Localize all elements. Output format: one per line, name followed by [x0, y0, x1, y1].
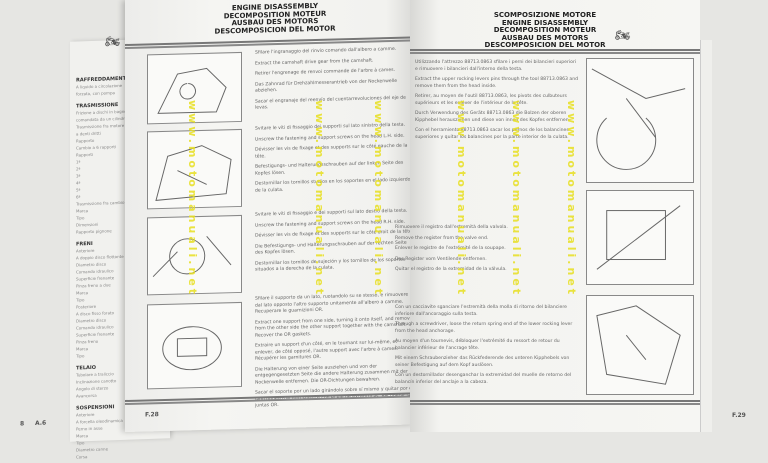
text-block-2: Rimuovere il registro dall'estremità del…	[395, 225, 535, 278]
page-number: F.28	[145, 411, 159, 419]
paragraph: Quitar el registro de la extremidad de l…	[395, 267, 507, 272]
figure-head-left	[147, 128, 242, 210]
paragraph: Extract the camshaft drive gear from the…	[255, 57, 374, 67]
paragraph: Con el herramiento 88713.0863 sacar los …	[415, 128, 569, 140]
figure-valve-register	[586, 190, 694, 285]
watermark: www.motomanuali.net	[372, 100, 385, 298]
paragraph: Unscrew the fastening and support screws…	[255, 133, 405, 143]
paragraph: Utilizzando l'attrezzo 88713.0863 sfilar…	[415, 60, 577, 72]
paragraph: Die Befestigungs- und Halterungsschraube…	[255, 240, 407, 256]
text-block-1: Utilizzando l'attrezzo 88713.0863 sfilar…	[415, 60, 580, 145]
figure-rocker-pins	[586, 58, 694, 183]
left-page: ENGINE DISASSEMBLY DECOMPOSITION MOTEUR …	[105, 0, 415, 432]
paragraph: Sfilare il supporto da un lato, ruotando…	[255, 292, 409, 315]
title-line: DECOMPOSITION MOTEUR	[493, 26, 597, 34]
paragraph: Destornillar los tornillos de sujeción y…	[255, 257, 406, 273]
paragraph: Svitare le viti di fissaggio e dei suppo…	[255, 208, 408, 218]
paragraph: Sfilare l'ingranaggio del rinvio comando…	[255, 46, 397, 56]
right-page-title: SCOMPOSIZIONE MOTORE ENGINE DISASSEMBLY …	[470, 11, 620, 50]
paragraph: Au moyen d'un tournevis, débloquer l'ext…	[395, 339, 560, 351]
paragraph: Con un destornillador desenganchar la ex…	[395, 373, 572, 385]
watermark: www.motomanuali.net	[455, 100, 468, 298]
watermark: www.motomanuali.net	[186, 100, 199, 298]
paragraph: Durch Verwendung des Geräts 88713.0863 d…	[415, 111, 571, 123]
figure-return-spring	[586, 295, 694, 395]
paragraph: Extraire un support d'un côté, en le tou…	[255, 339, 399, 362]
paragraph: Through a screwdriver, loose the return …	[395, 322, 573, 334]
paragraph: Das Zahnrad für Drehzahlmesserantrieb vo…	[255, 78, 398, 94]
paragraph: Extract the upper rocking levers pins th…	[415, 77, 579, 89]
page-edges	[700, 40, 712, 432]
motorcycle-icon: 🏍	[105, 34, 121, 49]
right-page: SCOMPOSIZIONE MOTORE ENGINE DISASSEMBLY …	[395, 0, 746, 432]
paragraph: Destornillar los tornillos studios en lo…	[255, 177, 411, 194]
text-block-1: Sfilare l'ingranaggio del rinvio comando…	[255, 46, 415, 116]
paragraph: Extract one support from one side, turni…	[255, 315, 413, 339]
paragraph: Die Halterung von einer Seite ausziehen …	[255, 363, 408, 386]
title-line: SCOMPOSIZIONE MOTORE	[493, 11, 597, 19]
watermark: www.motomanuali.net	[313, 100, 326, 298]
text-block-3: Svitare le viti di fissaggio e dei suppo…	[255, 208, 415, 278]
watermark: www.motomanuali.net	[565, 100, 578, 298]
header-rule	[410, 49, 710, 54]
paragraph: Dévisser les vis de fixage et des suppor…	[255, 229, 414, 239]
back-page-index: 8	[20, 420, 25, 428]
watermark: www.motomanuali.net	[510, 100, 523, 298]
paragraph: Rimuovere il registro dall'estremità del…	[395, 225, 508, 230]
paragraph: Con un cacciavite sganciare l'estremità …	[395, 305, 567, 317]
paragraph: Dévisser les vis de fixage et des suppor…	[255, 143, 408, 160]
figure-camshaft	[147, 301, 242, 390]
paragraph: Unscrew the fastening and support screws…	[255, 219, 406, 229]
paragraph: Enlever le registre de l'extrémité de la…	[395, 246, 506, 251]
text-block-3: Con un cacciavite sganciare l'estremità …	[395, 305, 580, 390]
title-line: DESCOMPOSICION DEL MOTOR	[484, 41, 606, 49]
left-page-title: ENGINE DISASSEMBLY DECOMPOSITION MOTEUR …	[200, 2, 350, 36]
paragraph: Das Register vom Ventilende entfernen.	[395, 256, 487, 262]
back-page-number: A.6	[35, 419, 47, 427]
paragraph: Sacar el engranaje del reenvío del cuent…	[255, 95, 406, 111]
paragraph: Remove the register from the valve end.	[395, 235, 489, 241]
figure-head-right	[147, 214, 242, 296]
title-line: ENGINE DISASSEMBLY	[501, 18, 589, 27]
footer-rule	[410, 400, 710, 405]
text-block-2: Svitare le viti di fissaggio dei support…	[255, 122, 415, 198]
motorcycle-icon: 🏍	[615, 28, 631, 42]
figure-gear	[147, 51, 242, 125]
paragraph: Svitare le viti di fissaggio dei support…	[255, 122, 406, 132]
paragraph: Mit einem Schraubenzieher das Rückfedere…	[395, 356, 570, 368]
paragraph: Befestigungs- und Halterungsschrauben au…	[255, 160, 404, 177]
paragraph: Retirer, au moyen de l'outil 88713.0863,…	[415, 94, 567, 106]
title-line: AUSBAU DES MOTORS	[501, 33, 589, 42]
paragraph: Retirer l'engrenage de renvoi commande d…	[255, 67, 396, 77]
page-number: F.29	[732, 412, 746, 419]
